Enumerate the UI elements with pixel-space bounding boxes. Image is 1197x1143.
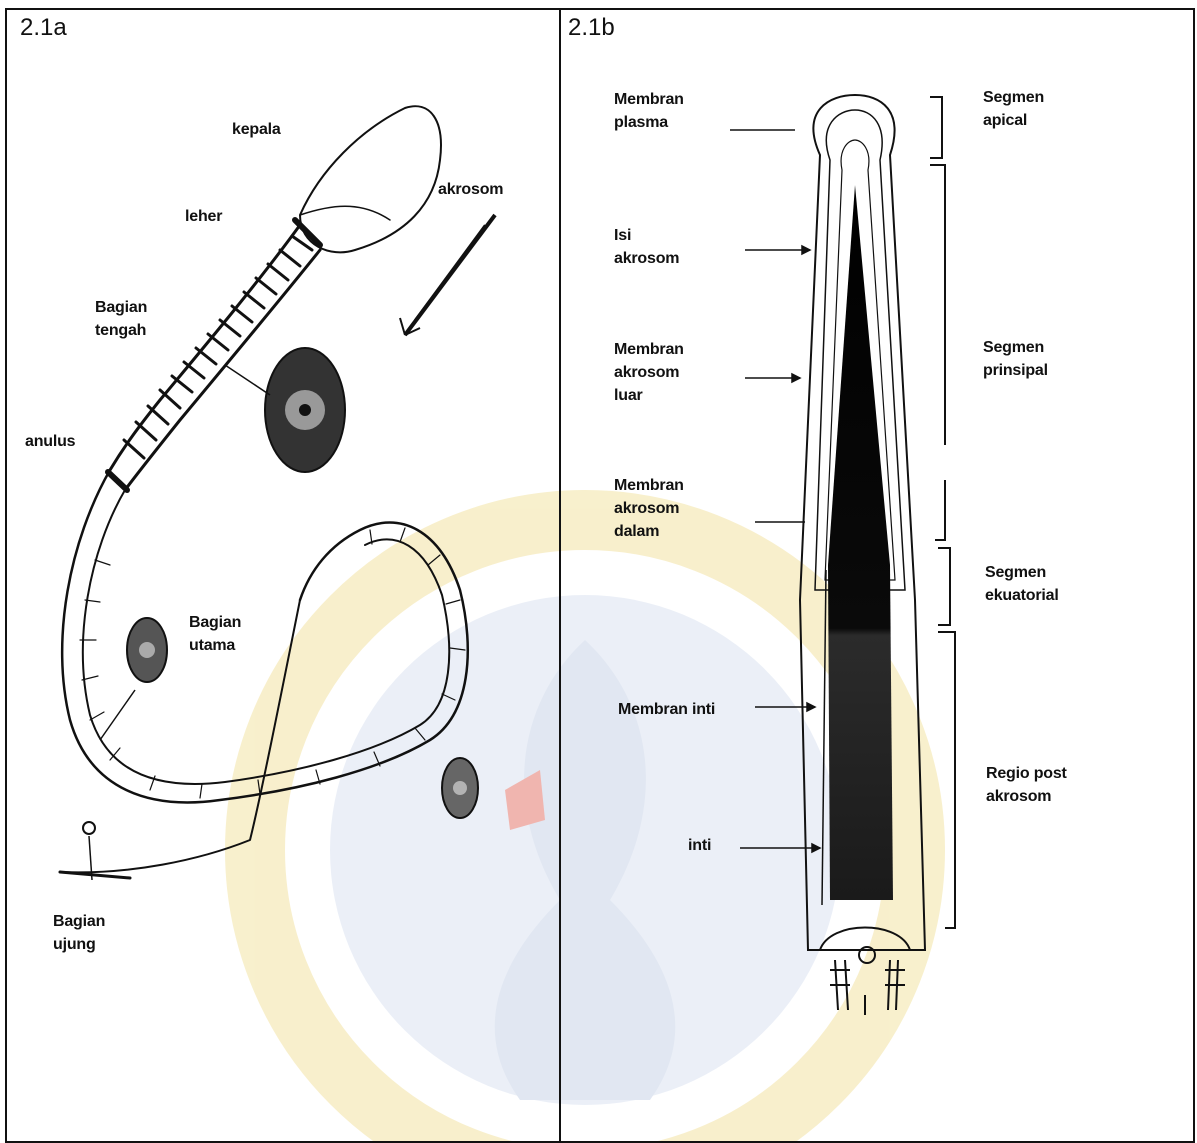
bracket-prinsipal-end (935, 480, 945, 540)
bracket-ekuatorial (938, 548, 950, 625)
bracket-post-acrosomal (938, 632, 955, 928)
nuclear-membrane-line (822, 570, 826, 905)
nucleus-body (828, 185, 893, 900)
label-segmen-prinsipal: Segmen prinsipal (983, 336, 1048, 382)
bracket-apical (930, 97, 942, 158)
label-membran-inti: Membran inti (618, 698, 715, 721)
label-regio-post-akrosom: Regio post akrosom (986, 762, 1067, 808)
label-segmen-apical: Segmen apical (983, 86, 1044, 132)
right-leader-lines (730, 130, 820, 852)
label-inti: inti (688, 834, 711, 857)
label-isi-akrosom: Isi akrosom (614, 224, 679, 270)
basal-region (820, 928, 910, 1016)
bracket-prinsipal (930, 165, 945, 445)
label-membran-akrosom-luar: Membran akrosom luar (614, 338, 684, 407)
label-segmen-ekuatorial: Segmen ekuatorial (985, 561, 1059, 607)
label-membran-akrosom-dalam: Membran akrosom dalam (614, 474, 684, 543)
label-membran-plasma: Membran plasma (614, 88, 684, 134)
segment-brackets (930, 97, 955, 928)
